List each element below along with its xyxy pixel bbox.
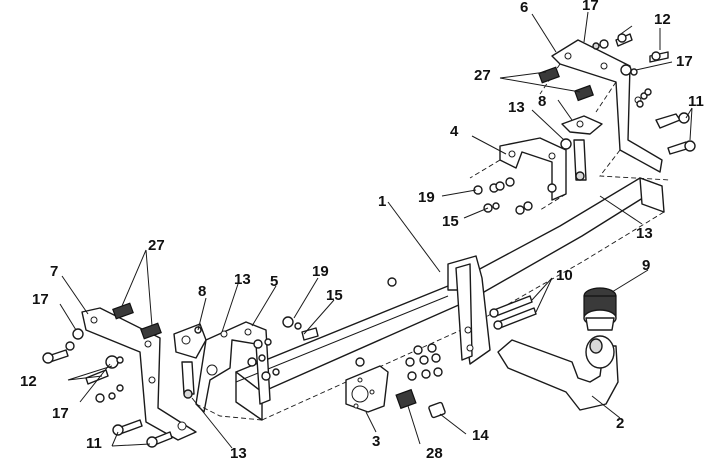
bolts-part-10 bbox=[489, 295, 537, 330]
callout-labels: 6 17 12 17 27 8 11 13 4 19 15 1 13 9 10 … bbox=[20, 0, 704, 462]
leader-lines bbox=[59, 11, 693, 449]
left-side-plate-part-7 bbox=[81, 307, 197, 441]
insert-plates-part-27-left bbox=[112, 302, 162, 340]
callout-13: 13 bbox=[234, 271, 251, 288]
insert-plates-part-27-right bbox=[538, 66, 594, 102]
towball-cap-part-9 bbox=[583, 287, 617, 331]
callout-14: 14 bbox=[472, 427, 489, 444]
callout-17: 17 bbox=[676, 53, 693, 70]
callout-17: 17 bbox=[582, 0, 599, 14]
callout-28: 28 bbox=[426, 445, 443, 462]
callout-12: 12 bbox=[654, 11, 671, 28]
callout-19: 19 bbox=[418, 189, 435, 206]
callout-27: 27 bbox=[474, 67, 491, 84]
callout-6: 6 bbox=[520, 0, 528, 16]
centre-receiver-plate bbox=[447, 255, 491, 365]
callout-7: 7 bbox=[50, 263, 58, 280]
callout-3: 3 bbox=[372, 433, 380, 450]
callout-15: 15 bbox=[442, 213, 459, 230]
socket-plate-part-3 bbox=[345, 365, 389, 413]
right-bracket-part-4 bbox=[469, 137, 567, 211]
callout-13: 13 bbox=[636, 225, 653, 242]
callout-17: 17 bbox=[32, 291, 49, 308]
right-fasteners bbox=[473, 33, 696, 215]
callout-11: 11 bbox=[86, 435, 102, 452]
callout-8: 8 bbox=[538, 93, 546, 110]
callout-19: 19 bbox=[312, 263, 329, 280]
spring-part-28 bbox=[395, 388, 417, 410]
callout-13: 13 bbox=[508, 99, 525, 116]
callout-12: 12 bbox=[20, 373, 37, 390]
right-side-plate-part-6 bbox=[539, 39, 671, 181]
callout-8: 8 bbox=[198, 283, 206, 300]
callout-5: 5 bbox=[270, 273, 278, 290]
callout-13: 13 bbox=[230, 445, 247, 462]
callout-11: 11 bbox=[688, 93, 704, 110]
callout-2: 2 bbox=[616, 415, 624, 432]
right-clamp-part-8 bbox=[561, 115, 603, 181]
callout-15: 15 bbox=[326, 287, 343, 304]
callout-4: 4 bbox=[450, 123, 459, 140]
bushing-part-14 bbox=[428, 401, 446, 419]
callout-9: 9 bbox=[642, 257, 650, 274]
towball-part-2 bbox=[497, 335, 619, 411]
callout-17: 17 bbox=[52, 405, 69, 422]
left-clamp-part-8 bbox=[173, 323, 207, 399]
callout-10: 10 bbox=[556, 267, 573, 284]
centre-washers bbox=[355, 277, 443, 381]
callout-1: 1 bbox=[378, 193, 386, 210]
callout-27: 27 bbox=[148, 237, 165, 254]
